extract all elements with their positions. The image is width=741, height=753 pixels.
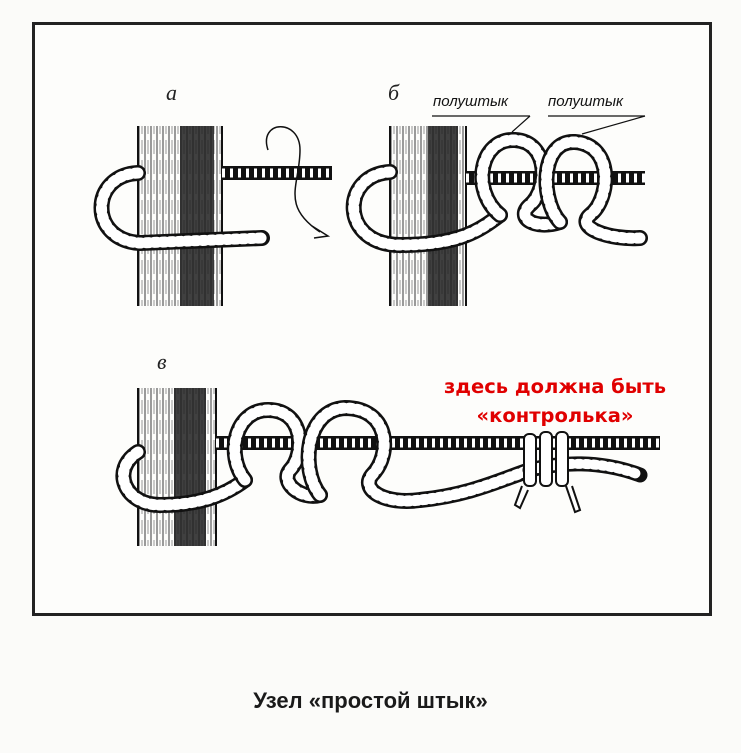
half-hitch-loop-icon — [300, 399, 538, 509]
callout-half-hitch-right: полуштык — [548, 93, 624, 110]
panel-b-drawing — [345, 115, 648, 306]
arrow-icon — [265, 126, 331, 239]
control-knot-note: здесь должна быть «контролька» — [420, 372, 690, 430]
rope-icon — [115, 436, 660, 514]
panel-label-a: а — [166, 80, 177, 105]
control-knot-icon — [513, 431, 648, 514]
note-line-1: здесь должна быть — [443, 375, 667, 398]
rope-icon — [345, 164, 645, 254]
pole-icon — [137, 126, 223, 306]
half-hitch-loop-icon — [474, 132, 568, 233]
half-hitch-loop-icon — [226, 401, 328, 504]
half-hitch-loop-icon — [538, 134, 648, 247]
callout-half-hitch-left: полуштык — [433, 93, 509, 110]
callout-lines — [432, 115, 646, 135]
panel-label-v: в — [157, 349, 167, 374]
panel-label-b: б — [388, 80, 400, 105]
pole-icon — [389, 126, 467, 306]
note-line-2: «контролька» — [476, 404, 634, 427]
rope-icon — [93, 165, 332, 252]
figure-caption: Узел «простой штык» — [253, 688, 488, 713]
pole-icon — [137, 388, 217, 546]
panel-v-drawing — [115, 388, 660, 546]
panel-a-drawing — [93, 126, 332, 306]
